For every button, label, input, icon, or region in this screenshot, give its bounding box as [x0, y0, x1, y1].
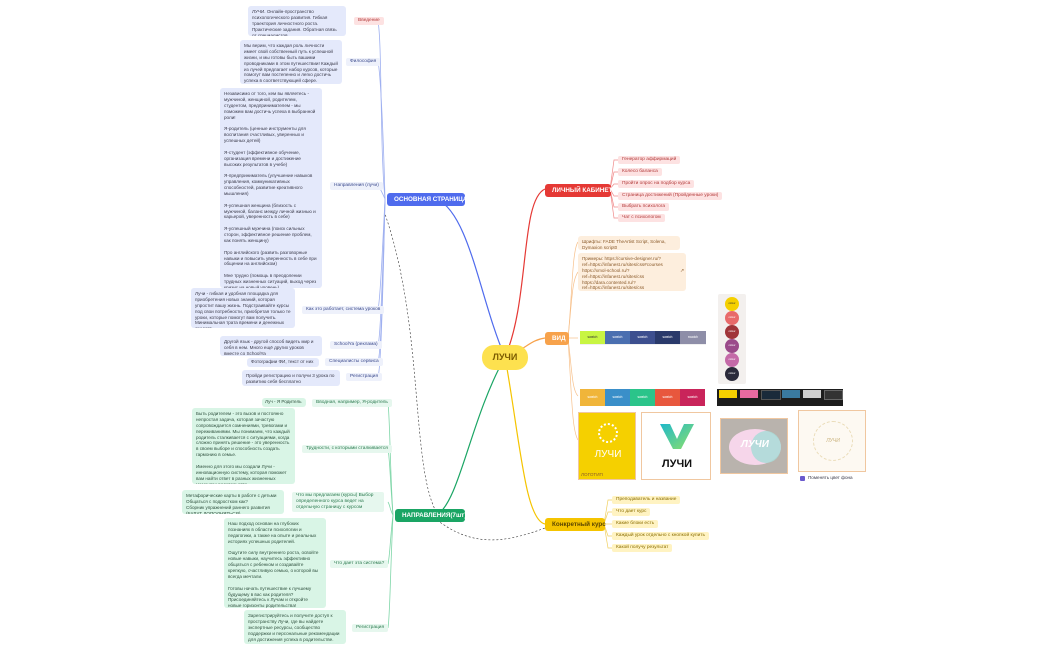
v-logo-icon	[660, 424, 694, 449]
blob-shape-accent	[751, 431, 781, 463]
cabinet-item[interactable]: Генератор аффирмаций	[618, 156, 681, 165]
palette-dot: colour	[725, 339, 739, 353]
dir-offer-text: Метафорические карты в работе с детьми О…	[182, 490, 284, 514]
link-icon[interactable]: ↗	[680, 268, 685, 274]
logo-word: ЛУЧИ	[594, 449, 622, 460]
registration-text: Пройди регистрацию и получи 3 урока по р…	[242, 370, 340, 386]
logo-v-card[interactable]: ЛУЧИ	[641, 412, 711, 480]
cabinet-item[interactable]: Выбрать психолога	[618, 203, 670, 212]
palette-swatch: swatch	[680, 389, 705, 406]
cabinet-item[interactable]: Чат с психологом	[618, 214, 665, 223]
topic-specialists-label[interactable]: Специалисты сервиса	[325, 358, 383, 367]
topic-intro-label[interactable]: Введение	[354, 17, 384, 26]
dir-difficulties-label[interactable]: Трудности, с которыми сталкивается	[302, 445, 392, 454]
dir-benefits-label[interactable]: Что дает эта система?	[330, 560, 389, 569]
topic-philosophy-label[interactable]: Философия	[346, 58, 381, 67]
logo-light-card[interactable]: ЛУЧИ	[798, 410, 866, 472]
sun-icon	[598, 423, 618, 443]
palette-swatch: swatch	[605, 331, 630, 344]
directions-text: Независимо от того, кем вы являетесь - м…	[220, 88, 322, 288]
palette-swatch	[803, 390, 821, 398]
palette-dot: colour	[725, 367, 739, 381]
directions-node[interactable]: НАПРАВЛЕНИЯ(7шт)	[395, 509, 466, 522]
logo-blob-card[interactable]: ЛУЧИ	[720, 418, 788, 474]
palette-swatch	[824, 390, 843, 400]
palette-swatch: swatch	[655, 331, 680, 344]
palette-swatch	[719, 390, 737, 398]
dir-registration-label[interactable]: Регистрация	[352, 624, 389, 633]
logo-word: ЛУЧИ	[661, 458, 693, 470]
dir-intro-text: Луч - Я Родитель	[262, 398, 306, 407]
philosophy-text: Мы верим, что каждая роль личности имеет…	[240, 40, 342, 84]
palette-swatch: swatch	[630, 389, 655, 406]
course-item[interactable]: Какие блоки есть	[612, 520, 659, 529]
view-node[interactable]: ВИД	[545, 332, 569, 345]
palette-dot: colour	[725, 297, 739, 311]
specialists-text: Фотографии ФИ, текст от них	[247, 358, 319, 367]
bg-color-checkbox[interactable]	[800, 476, 805, 481]
dir-difficulties-text: Быть родителем - это вызов и постоянно н…	[192, 408, 295, 484]
palette-swatch: swatch	[605, 389, 630, 406]
dir-registration-text: Зарегистрируйтесь и получите доступ к пр…	[244, 610, 346, 644]
examples-note: Примеры: https://cursive-designer.ru/?re…	[578, 253, 686, 291]
dir-benefits-text: Наш подход основан на глубоких познаниях…	[224, 518, 326, 608]
fonts-note: Шрифты: FADE TheArtist Script, Solena, D…	[578, 236, 680, 250]
palette-dot: colour	[725, 353, 739, 367]
schoolya-text: Другой язык - другой способ видеть мир и…	[220, 336, 322, 356]
logo-sun-card[interactable]: ЛУЧИ	[578, 412, 636, 480]
palette-swatch	[761, 390, 781, 400]
palette-dot: colour	[725, 325, 739, 339]
course-node[interactable]: Конкретный курс	[545, 518, 606, 531]
center-node[interactable]: ЛУЧИ	[482, 345, 528, 370]
palette-swatch	[740, 390, 758, 398]
topic-directions-label[interactable]: Направления (лучи)	[330, 182, 383, 191]
main-page-node[interactable]: ОСНОВНАЯ СТРАНИЦА	[387, 193, 467, 206]
bg-color-label[interactable]: Поменять цвет фона	[808, 475, 853, 480]
palette-swatch: swatch	[680, 331, 706, 344]
course-item[interactable]: Каждый урок отдельно с кнопкой купить	[612, 532, 709, 541]
intro-text: ЛУЧИ. Онлайн-пространство психологическо…	[248, 6, 346, 36]
palette-dot: colour	[725, 311, 739, 325]
logo-word: ЛУЧИ	[741, 439, 769, 450]
course-item[interactable]: Какой получу результат	[612, 544, 673, 553]
course-item[interactable]: Что дает курс	[612, 508, 651, 517]
palette-swatch: swatch	[630, 331, 655, 344]
dir-intro-label[interactable]: Вводная, например, Я-родитель	[312, 399, 392, 408]
palette-swatch: swatch	[655, 389, 680, 406]
how-it-works-text: Лучи - гибкая и удобная площадка для при…	[191, 288, 295, 328]
palette-swatch	[782, 390, 800, 398]
cabinet-item[interactable]: Пройти опрос на подбор курса	[618, 180, 695, 189]
topic-registration-label[interactable]: Регистрация	[346, 373, 383, 382]
cabinet-node[interactable]: ЛИЧНЫЙ КАБИНЕТ	[545, 184, 612, 197]
cabinet-item[interactable]: Колесо баланса	[618, 168, 662, 177]
palette-swatch: swatch	[580, 331, 605, 344]
rays-icon	[813, 421, 853, 461]
palette-swatch: swatch	[580, 389, 605, 406]
topic-how-it-works-label[interactable]: Как это работает, система уроков	[302, 306, 385, 315]
course-item[interactable]: Преподаватель и название	[612, 496, 681, 505]
topic-schoolya-label[interactable]: SchoolYa (реклама)	[330, 341, 382, 350]
dir-offer-label[interactable]: Что мы предлагаем (курсы) Выбор определе…	[292, 492, 384, 513]
cabinet-item[interactable]: Страница достижений (Пройденные уроки)	[618, 192, 723, 201]
logo-word: ЛУЧИ	[826, 438, 840, 444]
logo-caption: ЛОГОТИП	[581, 472, 603, 477]
